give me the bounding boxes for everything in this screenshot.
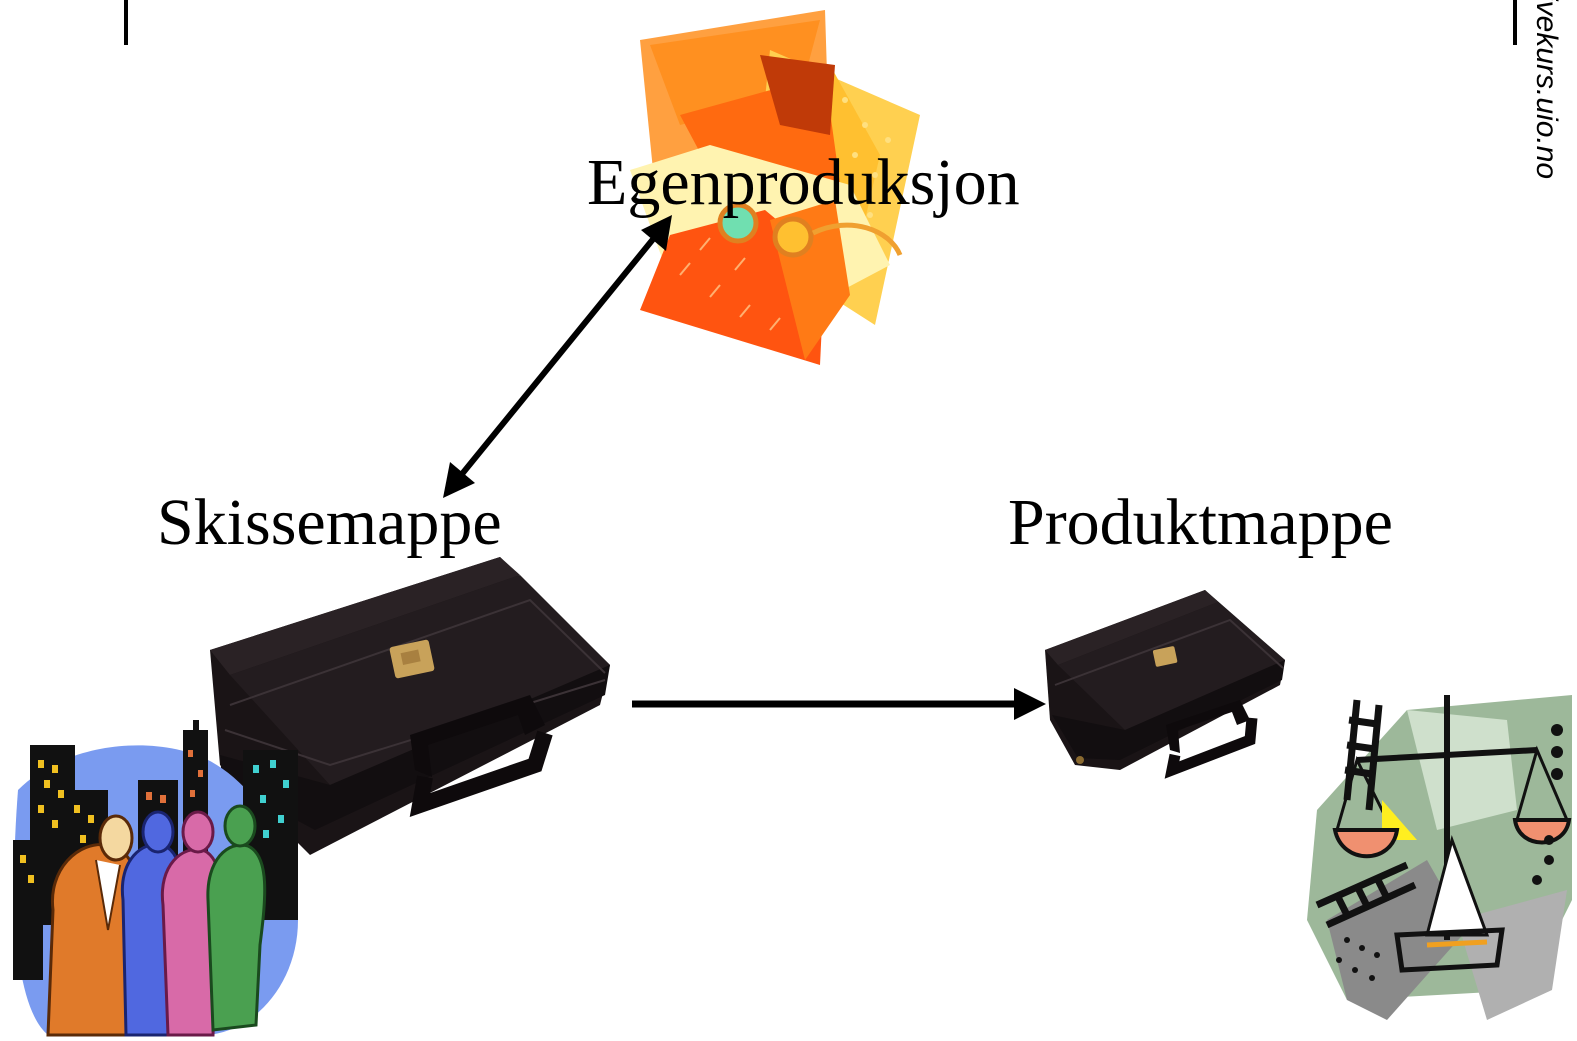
scales-of-justice-clipart-icon [1307,695,1572,1020]
people-city-clipart-icon [13,720,298,1037]
node-label-produktmappe: Produktmappe [1008,486,1393,559]
node-label-egenproduksjon: Egenproduksjon [587,146,1020,219]
side-url-text: ivekurs.uio.no [1530,0,1563,180]
node-label-skissemappe: Skissemappe [157,486,502,559]
edge-mark [1513,0,1517,45]
paper-art-clipart-icon [630,10,920,365]
produktmappe-briefcase-icon [1045,590,1285,779]
skissemappe-briefcase-icon [210,557,610,855]
corner-mark [124,0,128,45]
